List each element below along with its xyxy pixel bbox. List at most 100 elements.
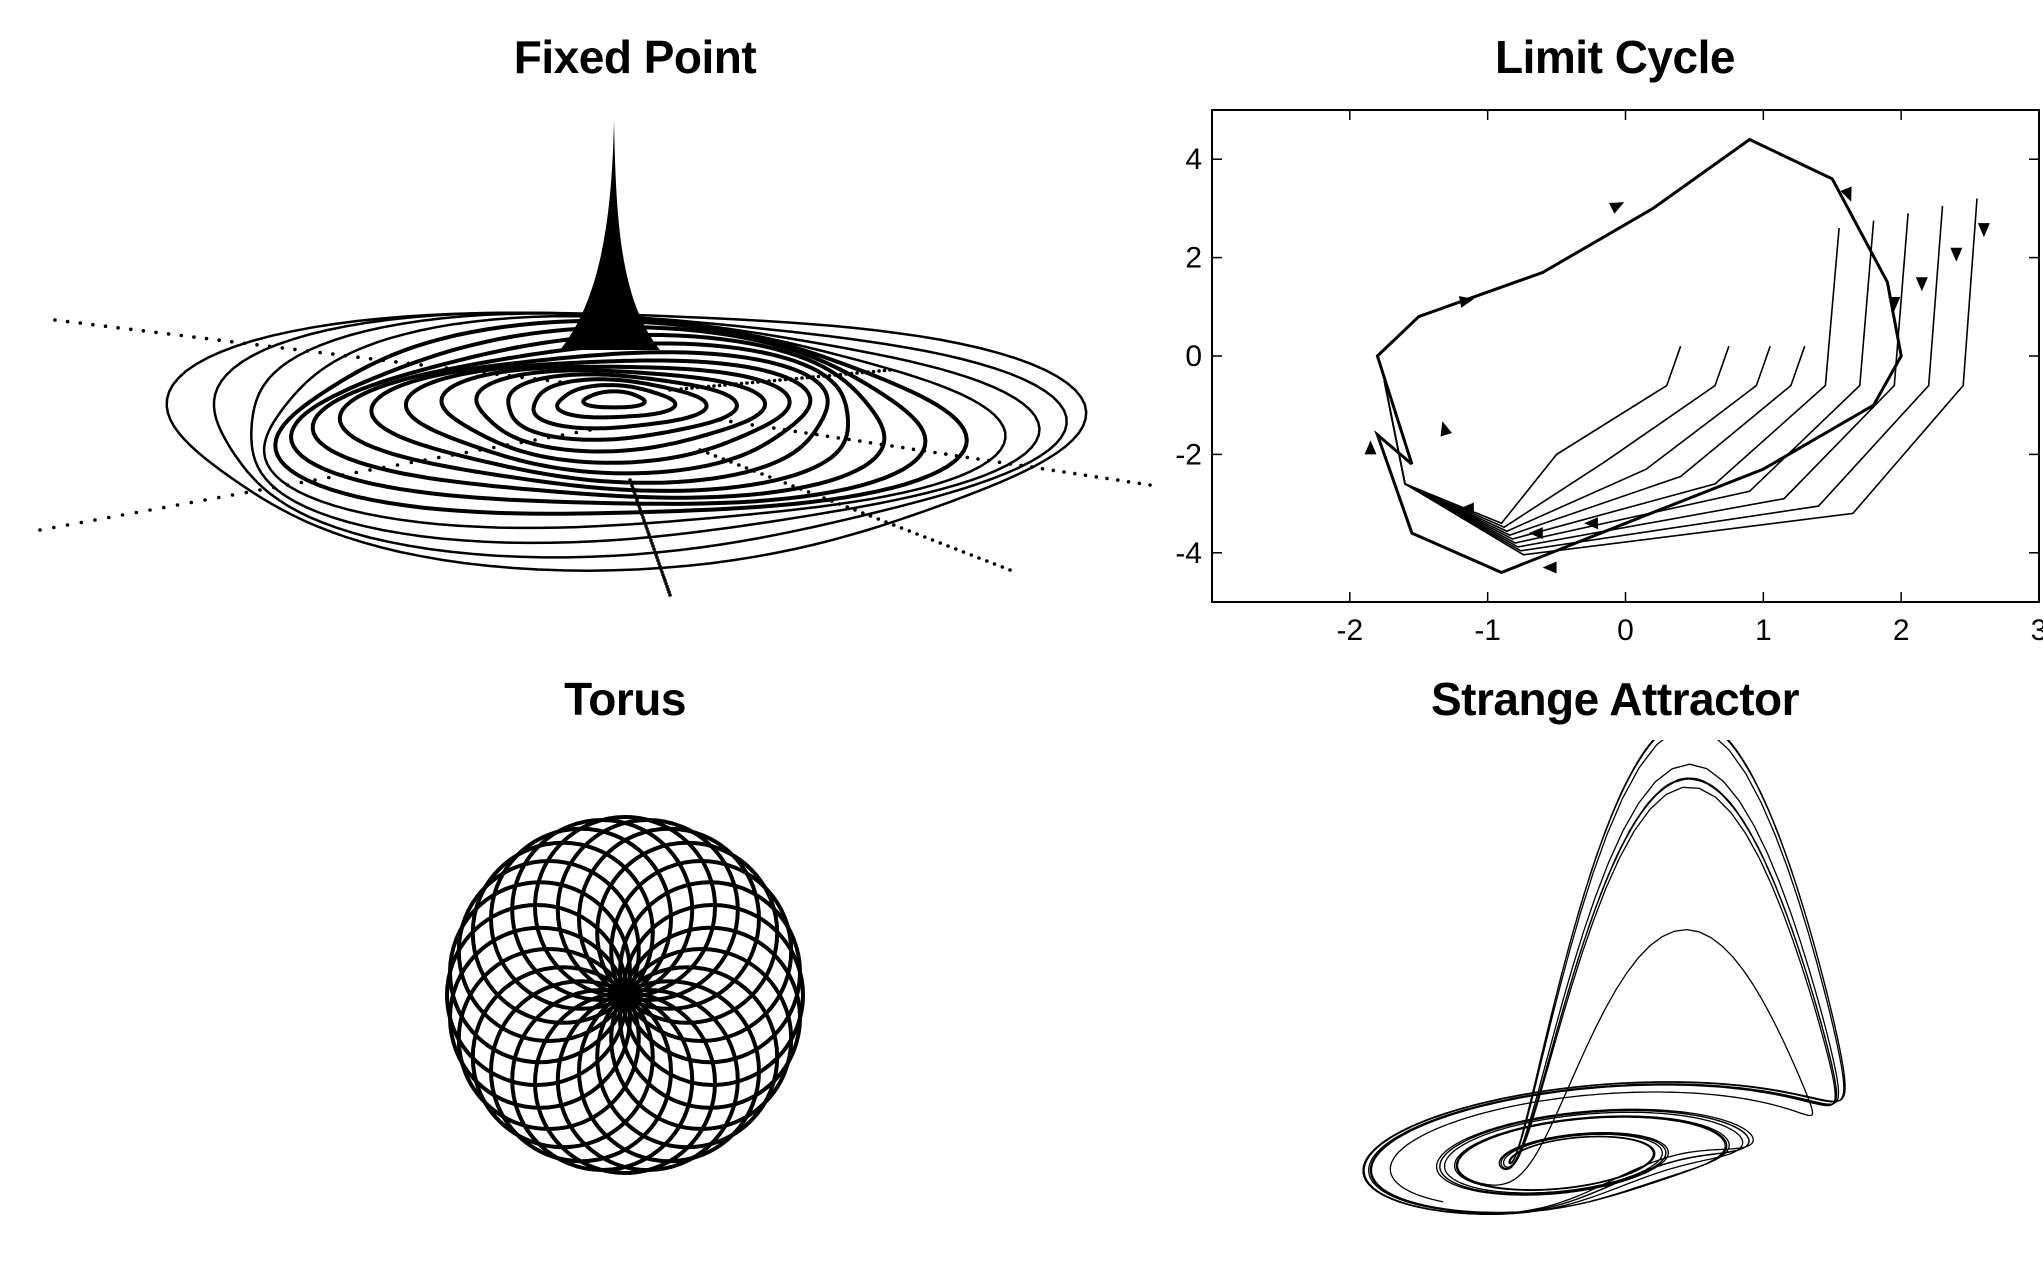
fixed-point-dot [495, 372, 499, 377]
limit-cycle-y-tick-labels: 420-2-4 [1175, 143, 1202, 570]
y-tick-label: 4 [1185, 143, 1202, 176]
fixed-point-dot [519, 440, 524, 445]
fixed-point-ring [250, 312, 1041, 545]
strange-attractor-diagram [1362, 740, 1846, 1216]
fixed-point-dot [1019, 463, 1023, 468]
fixed-point-dot [79, 520, 84, 525]
fixed-point-dot [879, 442, 884, 447]
fixed-point-dot [876, 517, 881, 521]
fixed-point-dot [656, 558, 660, 563]
fixed-point-dot [652, 547, 656, 551]
x-tick-label: -1 [1474, 614, 1501, 647]
strange-attractor-title: Strange Attractor [1430, 673, 1800, 725]
fixed-point-dot [750, 380, 755, 385]
fixed-point-diagram [38, 120, 1152, 597]
fixed-point-dot [648, 535, 652, 540]
fixed-point-dot [154, 330, 158, 335]
fixed-point-dot [327, 475, 331, 480]
fixed-point-dot [644, 524, 648, 528]
fixed-point-dot [258, 488, 262, 492]
fixed-point-dot [662, 576, 666, 580]
fixed-point-dot [38, 528, 42, 532]
fixed-point-dot [547, 435, 551, 440]
fixed-point-dot [698, 448, 702, 452]
y-tick-label: -4 [1175, 537, 1202, 570]
fixed-point-dot [655, 555, 659, 560]
fixed-point-dot [166, 332, 171, 336]
fixed-point-dot [649, 538, 653, 543]
fixed-point-dot [987, 458, 991, 463]
fixed-point-dot [242, 341, 247, 346]
fixed-point-dot [884, 520, 888, 524]
fixed-point-dot [299, 480, 304, 485]
fixed-point-dot [653, 550, 657, 554]
fixed-point-dot [734, 382, 738, 386]
limit-cycle-trajectory [1383, 205, 1944, 552]
limit-cycle-arrow [1440, 421, 1453, 437]
fixed-point-dot [804, 431, 808, 435]
fixed-point-dot [633, 492, 637, 497]
limit-cycle-arrow [1609, 202, 1625, 214]
limit-cycle-arrow [1915, 277, 1928, 292]
fixed-point-dot [651, 544, 655, 548]
fixed-point-dot [650, 541, 654, 546]
fixed-point-dot [728, 382, 733, 387]
fixed-point-title: Fixed Point [513, 31, 757, 83]
fixed-point-dot [1008, 568, 1012, 572]
fixed-point-dot [815, 432, 819, 437]
fixed-point-dot [492, 445, 496, 450]
fixed-point-dot [203, 498, 207, 502]
fixed-point-dot [654, 553, 658, 557]
fixed-point-dot [721, 457, 726, 461]
fixed-point-dot [944, 452, 948, 456]
fixed-point-dot [272, 485, 276, 490]
fixed-point-dot [1094, 475, 1099, 479]
fixed-point-dot [285, 483, 290, 487]
fixed-point-dot [1148, 483, 1152, 487]
fixed-point-dot [825, 434, 830, 439]
fixed-point-dot [783, 481, 788, 485]
fixed-point-dot [507, 374, 512, 378]
fixed-point-dot [661, 573, 665, 577]
fixed-point-dot [684, 386, 689, 391]
fixed-point-dot [739, 381, 744, 386]
fixed-point-dot [822, 374, 826, 378]
fixed-point-dot [230, 339, 234, 344]
fixed-point-dot [976, 457, 980, 461]
fixed-point-dot [814, 493, 819, 497]
fixed-point-dot [997, 460, 1002, 465]
fixed-point-dot [636, 501, 640, 505]
fixed-point-dot [744, 466, 749, 470]
fixed-point-dot [382, 465, 386, 470]
fixed-point-dot [640, 512, 644, 517]
fixed-point-dot [712, 384, 716, 388]
fixed-point-dot [938, 541, 943, 545]
fixed-point-dot [868, 441, 873, 445]
limit-cycle-arrow [1840, 186, 1852, 202]
fixed-point-dot [706, 451, 710, 455]
torus-title: Torus [564, 673, 686, 725]
fixed-point-dot [907, 529, 912, 533]
fixed-point-dot [432, 364, 436, 369]
fixed-point-dot [768, 475, 772, 479]
fixed-point-dot [356, 355, 360, 359]
fixed-point-dot [923, 535, 927, 539]
fixed-point-ring [288, 325, 928, 506]
fixed-point-dot [175, 503, 180, 507]
fixed-point-dot [750, 423, 755, 427]
fixed-point-dot [1008, 462, 1013, 466]
fixed-point-dot [646, 530, 650, 534]
fixed-point-dot [141, 329, 146, 333]
fixed-point-dot [409, 460, 414, 465]
fixed-point-dot [933, 450, 937, 455]
fixed-point-dot [638, 507, 642, 511]
fixed-point-ring [403, 358, 813, 476]
fixed-point-dot [866, 370, 870, 374]
fixed-point-dot [93, 518, 97, 522]
fixed-point-dot [642, 518, 646, 523]
fixed-point-dot [395, 463, 400, 467]
fixed-point-dot [148, 508, 152, 512]
fixed-point-dot [91, 322, 95, 327]
torus-diagram [445, 815, 805, 1175]
